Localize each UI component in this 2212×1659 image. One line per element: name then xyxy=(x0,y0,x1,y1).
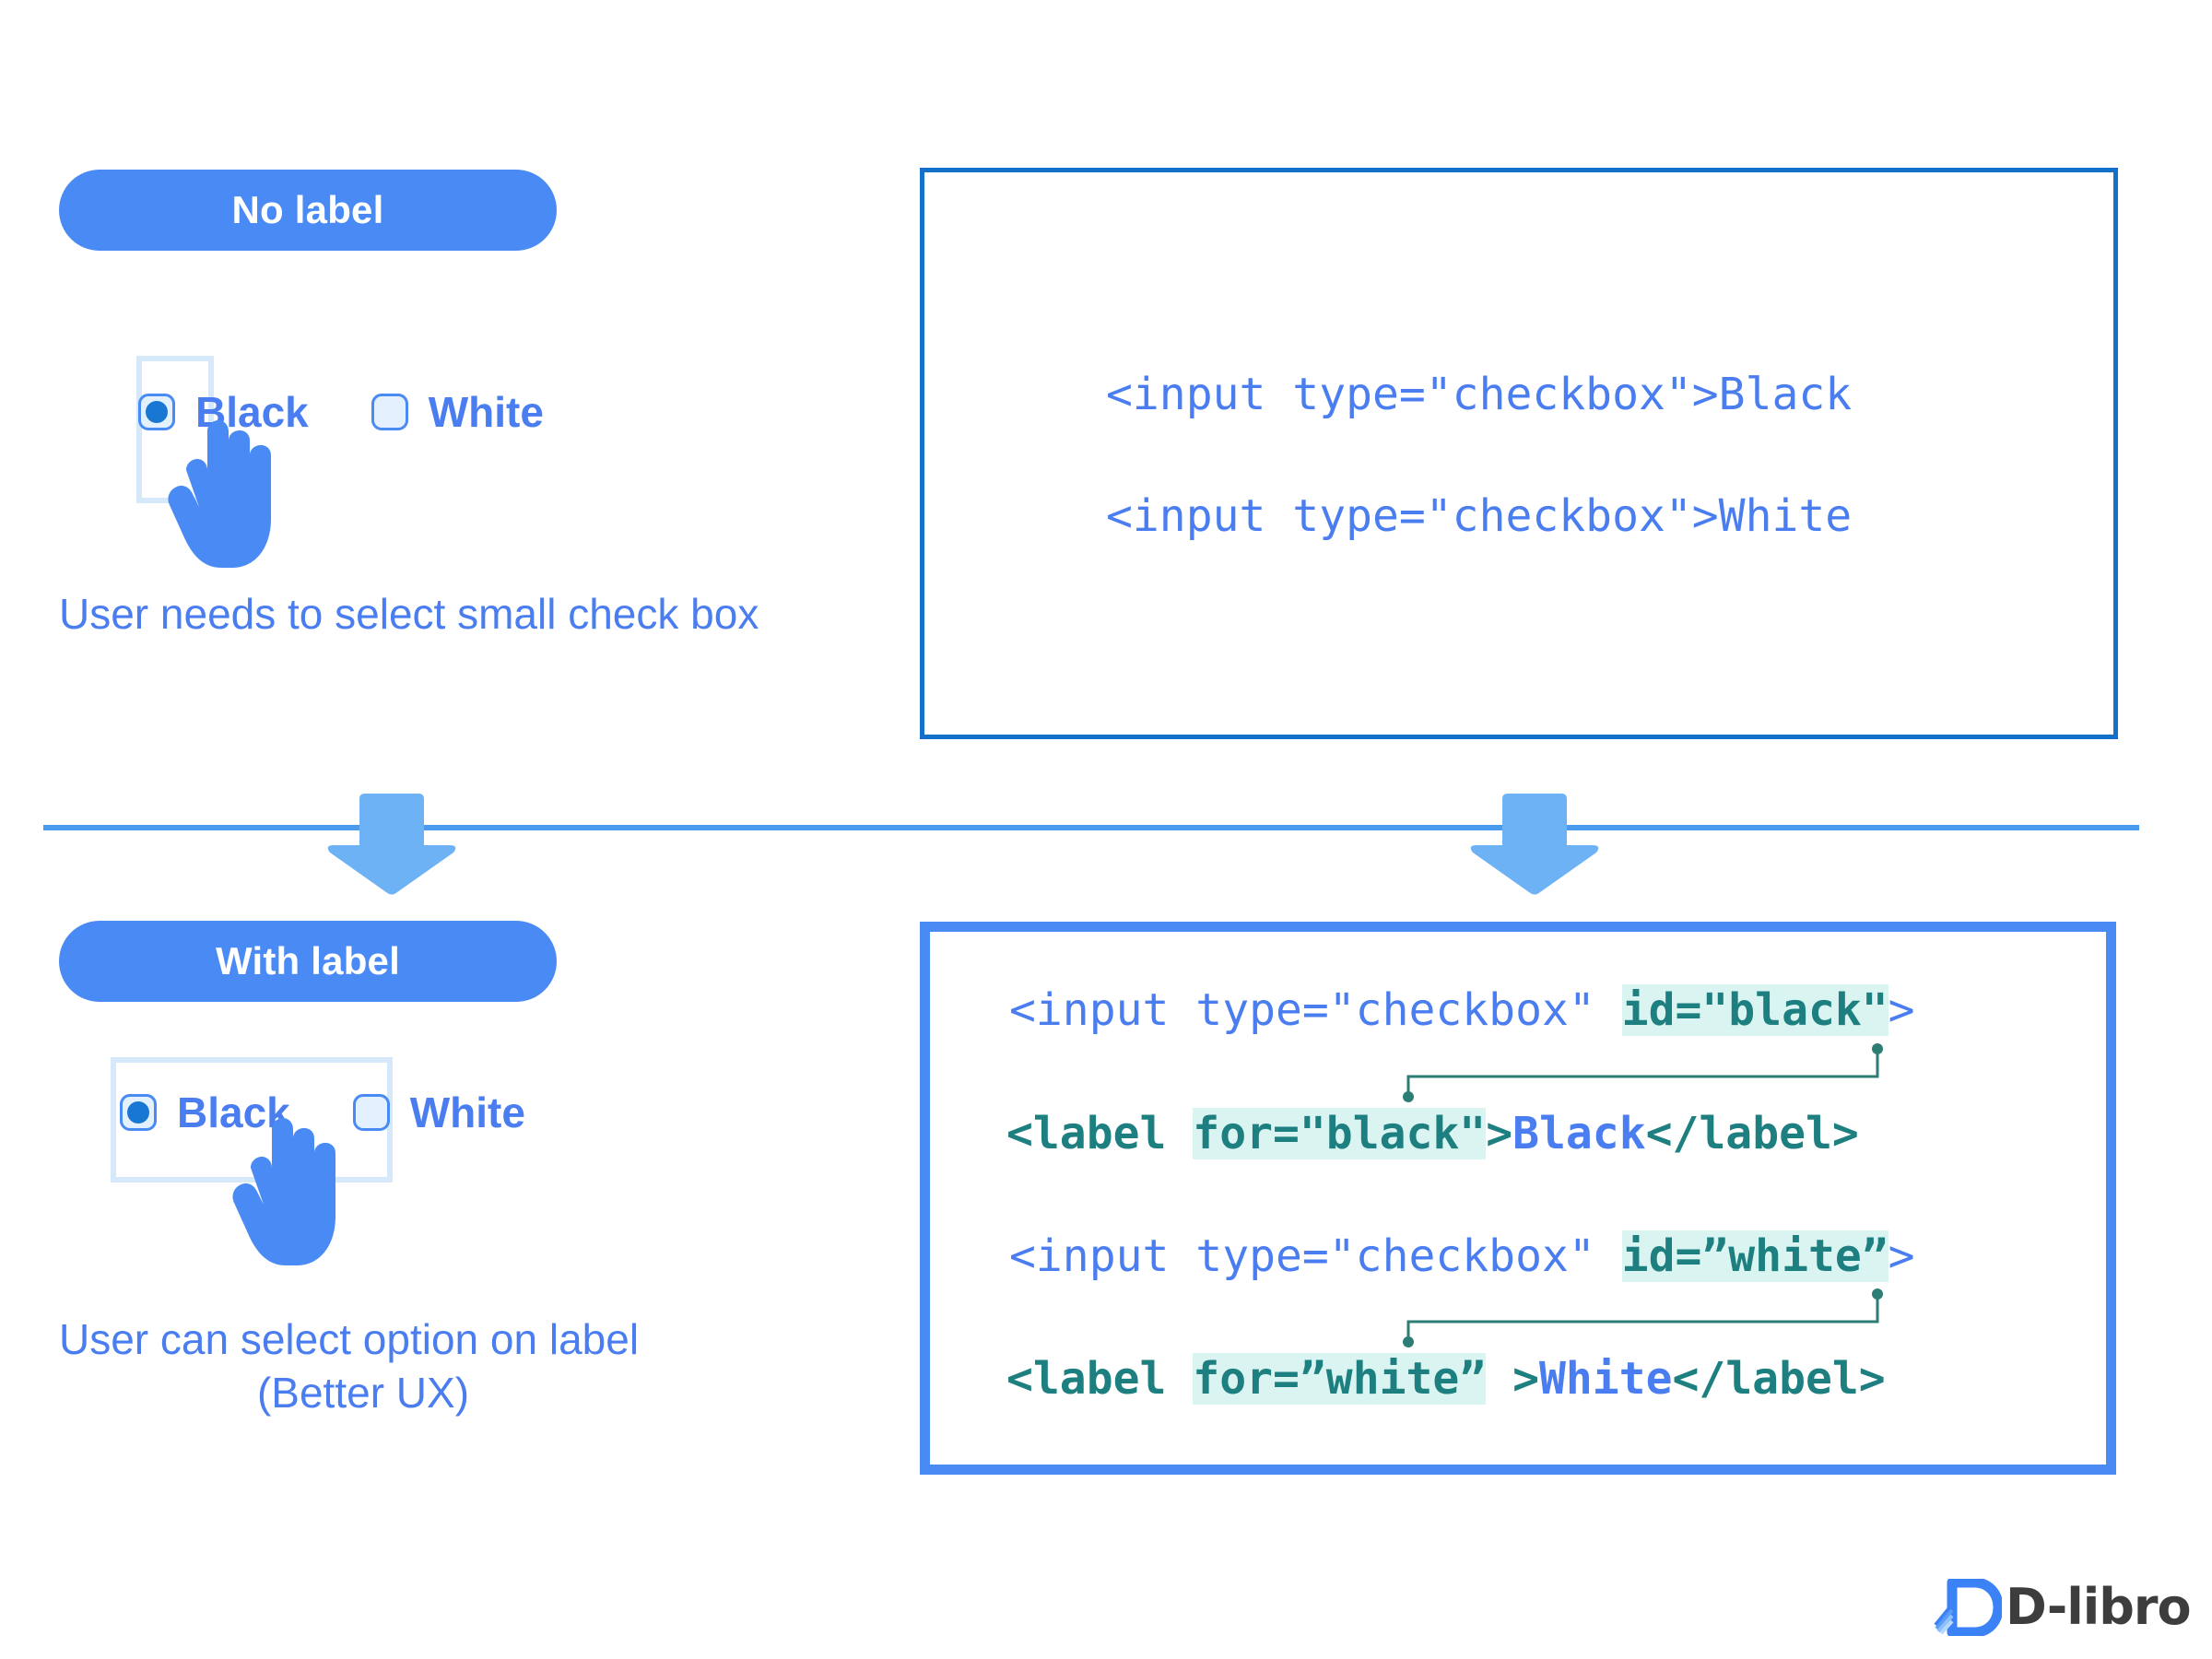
code-token-id-black: id="black" xyxy=(1621,984,1888,1036)
code-token-label-gt-white: > xyxy=(1486,1353,1539,1405)
checkbox-group-no-label[interactable]: Black White xyxy=(138,387,544,437)
code-token-input-suffix-white: > xyxy=(1888,1230,1915,1282)
d-libro-book-icon xyxy=(1934,1578,2002,1636)
badge-with-label-text: With label xyxy=(216,939,400,982)
code-line-label-white: <label for=”white” >White</label> xyxy=(1006,1353,1886,1405)
pointing-hand-cursor-icon xyxy=(168,420,271,568)
code-token-label-close-white: </label> xyxy=(1672,1353,1886,1405)
caption-with-label-line1: User can select option on label xyxy=(59,1315,640,1363)
code-token-label-gt: > xyxy=(1486,1108,1513,1159)
code-line-input-white-id: <input type="checkbox" id=”white”> xyxy=(1009,1230,1915,1282)
checkbox-option-black-bottom[interactable]: Black xyxy=(120,1088,290,1137)
code-snippet-box-with-label xyxy=(920,922,2116,1475)
code-token-label-text-black: Black xyxy=(1512,1108,1646,1159)
code-token-input-prefix-white: <input type="checkbox" xyxy=(1009,1230,1622,1282)
checkbox-black-bottom-icon[interactable] xyxy=(120,1094,157,1131)
code-line-input-white: <input type="checkbox">White xyxy=(1106,490,1853,542)
checkbox-black-top-icon[interactable] xyxy=(138,394,175,430)
code-line-label-black: <label for="black">Black</label> xyxy=(1006,1108,1859,1159)
checkbox-group-with-label[interactable]: Black White xyxy=(120,1088,525,1137)
pointing-hand-cursor-label-icon xyxy=(232,1118,335,1265)
brand-logo: D-libro xyxy=(1934,1578,2192,1636)
connector-id-to-for-white xyxy=(1403,1288,1883,1347)
code-token-label-open: <label xyxy=(1006,1108,1194,1159)
checkbox-white-top-icon[interactable] xyxy=(371,394,408,430)
code-line-input-black: <input type="checkbox">Black xyxy=(1106,369,1853,420)
checkbox-white-bottom-label[interactable]: White xyxy=(409,1088,525,1136)
code-token-for-black: for="black" xyxy=(1193,1108,1487,1159)
checkbox-option-white-bottom[interactable]: White xyxy=(352,1088,525,1137)
code-token-id-white: id=”white” xyxy=(1621,1230,1888,1282)
caption-no-label: User needs to select small check box xyxy=(59,590,759,638)
caption-with-label-line2: (Better UX) xyxy=(256,1368,470,1417)
brand-logo-text: D-libro xyxy=(2006,1578,2192,1636)
code-snippet-box-no-label xyxy=(920,168,2118,739)
code-token-input-suffix: > xyxy=(1888,984,1915,1036)
code-token-label-close: </label> xyxy=(1645,1108,1859,1159)
badge-with-label: With label xyxy=(59,921,557,1002)
section-divider xyxy=(43,825,2139,830)
caption-with-label: User can select option on label (Better … xyxy=(59,1313,704,1419)
checkbox-white-bottom-icon[interactable] xyxy=(352,1094,390,1131)
code-line-input-black-id: <input type="checkbox" id="black"> xyxy=(1009,984,1915,1036)
code-token-for-white: for=”white” xyxy=(1193,1353,1487,1405)
checkbox-black-bottom-label[interactable]: Black xyxy=(177,1088,290,1136)
code-token-label-open-white: <label xyxy=(1006,1353,1194,1405)
down-arrow-right-icon xyxy=(1470,794,1599,895)
connector-id-to-for-black xyxy=(1403,1043,1883,1102)
code-token-input-prefix: <input type="checkbox" xyxy=(1009,984,1622,1036)
badge-no-label-text: No label xyxy=(231,188,384,231)
badge-no-label: No label xyxy=(59,170,557,251)
checkbox-white-top-label: White xyxy=(428,388,544,436)
down-arrow-left-icon xyxy=(327,794,456,895)
code-token-label-text-white: White xyxy=(1538,1353,1673,1405)
checkbox-option-white-top[interactable]: White xyxy=(371,387,544,437)
